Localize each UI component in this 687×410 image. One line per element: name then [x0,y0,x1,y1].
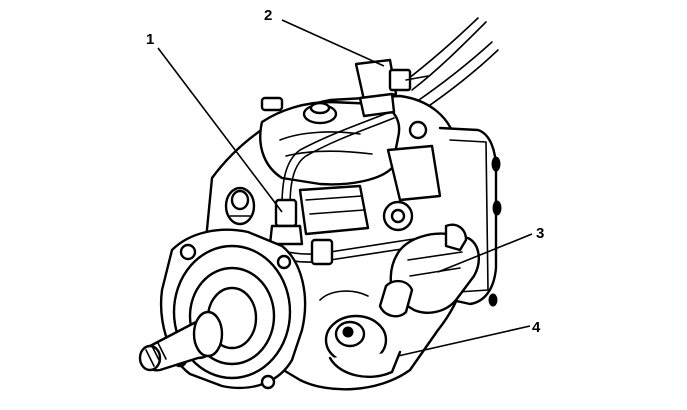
solenoid-actuator [378,223,480,318]
leader-lines [157,19,533,357]
leader-line-1 [157,47,283,213]
injection-pipe [243,111,423,266]
leader-line-3 [437,233,533,273]
callout-label-4: 4 [532,319,541,336]
leader-line-4 [397,325,531,357]
callout-labels: 1 2 3 4 [146,7,544,336]
leader-line-2 [281,19,385,67]
supply-pipes [403,17,499,111]
callout-label-2: 2 [264,7,272,24]
mounting-flange [160,228,307,390]
drive-shaft [138,310,224,372]
callout-label-3: 3 [536,225,544,242]
lower-valve [319,290,402,379]
callout-label-1: 1 [146,31,154,48]
sensor-connector [354,58,429,118]
